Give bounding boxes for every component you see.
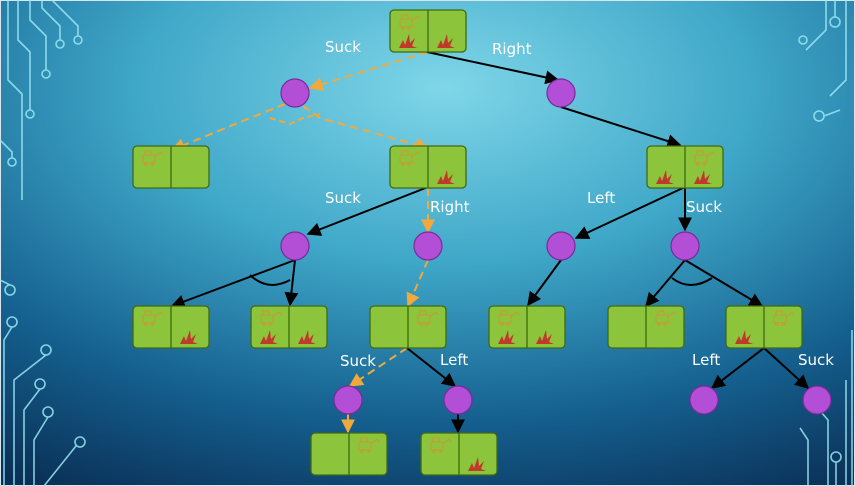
chance-node bbox=[280, 231, 310, 261]
plan-edge bbox=[170, 103, 286, 152]
dirt-icon bbox=[437, 170, 455, 184]
chance-node bbox=[280, 78, 310, 108]
state-nodes bbox=[132, 9, 803, 476]
vacuum-robot-icon bbox=[399, 14, 421, 30]
edge bbox=[170, 259, 296, 309]
state-node bbox=[420, 432, 498, 476]
edge-label-right: Right bbox=[492, 40, 532, 58]
vacuum-robot-icon bbox=[498, 310, 520, 326]
state-node bbox=[607, 305, 685, 349]
edge bbox=[710, 347, 765, 389]
edge-label-suck: Suck bbox=[686, 198, 722, 216]
state-node bbox=[389, 145, 467, 189]
edge bbox=[426, 51, 560, 85]
vacuum-robot-icon bbox=[358, 437, 380, 453]
state-node bbox=[132, 145, 210, 189]
edges bbox=[170, 51, 810, 434]
dirt-icon bbox=[498, 330, 516, 344]
vacuum-robot-icon bbox=[399, 150, 421, 166]
left-circuit-decoration bbox=[0, 0, 86, 486]
dirt-icon bbox=[656, 170, 674, 184]
edge bbox=[527, 259, 562, 307]
state-node bbox=[250, 305, 328, 349]
vacuum-robot-icon bbox=[142, 310, 164, 326]
plan-edge bbox=[308, 51, 428, 91]
state-node bbox=[725, 305, 803, 349]
and-arc bbox=[671, 277, 713, 286]
chance-node bbox=[802, 385, 832, 415]
edge-label-left: Left bbox=[587, 189, 615, 207]
edge bbox=[284, 259, 299, 307]
state-node bbox=[646, 145, 724, 189]
and-arc bbox=[249, 274, 291, 286]
plan-edge bbox=[348, 347, 408, 387]
chance-node bbox=[413, 231, 443, 261]
edge bbox=[645, 259, 686, 308]
dirt-icon bbox=[298, 330, 316, 344]
chance-node bbox=[333, 385, 363, 415]
edge bbox=[763, 347, 810, 389]
edge bbox=[684, 259, 764, 307]
edge-label-suck: Suck bbox=[340, 352, 376, 370]
plan-edge bbox=[406, 259, 429, 308]
dirt-icon bbox=[694, 170, 712, 184]
state-node bbox=[389, 9, 467, 53]
dirt-icon bbox=[260, 330, 278, 344]
vacuum-robot-icon bbox=[655, 310, 677, 326]
dirt-icon bbox=[399, 34, 417, 48]
dirt-icon bbox=[735, 330, 753, 344]
state-node bbox=[488, 305, 566, 349]
edge bbox=[560, 106, 682, 148]
chance-node bbox=[546, 231, 576, 261]
edge-label-left: Left bbox=[692, 351, 720, 369]
edge-label-left: Left bbox=[440, 351, 468, 369]
chance-node bbox=[443, 385, 473, 415]
plan-edge bbox=[302, 105, 430, 152]
edge bbox=[306, 186, 429, 236]
chance-node bbox=[670, 231, 700, 261]
vacuum-robot-icon bbox=[417, 310, 439, 326]
edge-labels: Suck Right Suck Right Left Suck Suck Lef… bbox=[325, 38, 834, 370]
chance-node bbox=[546, 78, 576, 108]
edge-label-suck: Suck bbox=[325, 189, 361, 207]
edge bbox=[406, 347, 457, 387]
edge bbox=[574, 186, 686, 240]
edge-label-suck: Suck bbox=[798, 351, 834, 369]
right-circuit-decoration bbox=[798, 0, 853, 486]
dirt-icon bbox=[437, 34, 455, 48]
vacuum-robot-icon bbox=[694, 150, 716, 166]
and-arc bbox=[269, 113, 321, 126]
edge-label-right: Right bbox=[430, 198, 470, 216]
dirt-icon bbox=[536, 330, 554, 344]
vacuum-robot-icon bbox=[142, 150, 164, 166]
dirt-icon bbox=[468, 457, 486, 471]
vacuum-robot-icon bbox=[260, 310, 282, 326]
state-node bbox=[310, 432, 388, 476]
edge-label-suck: Suck bbox=[325, 38, 361, 56]
state-node bbox=[369, 305, 447, 349]
vacuum-robot-icon bbox=[773, 310, 795, 326]
chance-node bbox=[689, 385, 719, 415]
vacuum-robot-icon bbox=[430, 437, 452, 453]
chance-nodes bbox=[280, 78, 832, 415]
dirt-icon bbox=[180, 330, 198, 344]
state-node bbox=[132, 305, 210, 349]
